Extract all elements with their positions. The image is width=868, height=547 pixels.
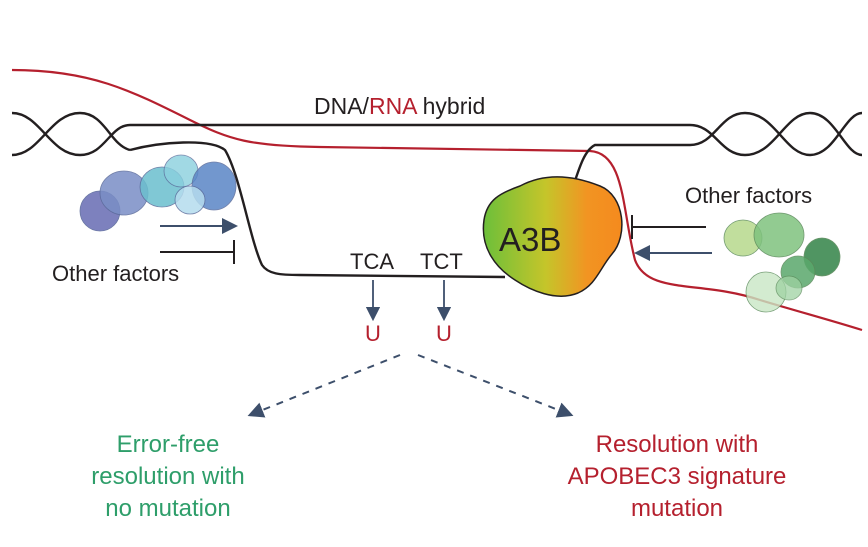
displaced-dna-strand <box>129 141 506 279</box>
right-inhibit-symbol <box>631 215 706 239</box>
mutation-line-3: mutation <box>631 495 723 522</box>
tct-uracil-label: U <box>436 321 452 346</box>
hybrid-title: DNA/RNA hybrid <box>314 93 485 119</box>
tct-codon-label: TCT <box>420 249 463 274</box>
a3b-enzyme <box>482 176 623 297</box>
a3b-label: A3B <box>499 221 561 258</box>
mutation-outcome: Resolution with APOBEC3 signature mutati… <box>568 431 787 522</box>
error-free-outcome: Error-free resolution with no mutation <box>91 431 244 522</box>
left-inhibit-symbol <box>160 240 235 264</box>
mutation-dashed-arrow <box>417 354 574 418</box>
tca-uracil-label: U <box>365 321 381 346</box>
left-protein-cluster <box>79 154 237 232</box>
right-dna-helix <box>689 111 863 157</box>
mutation-line-1: Resolution with <box>596 431 759 458</box>
right-other-factors-label: Other factors <box>685 183 812 208</box>
left-other-factors-label: Other factors <box>52 261 179 286</box>
right-protein-cluster <box>723 212 841 313</box>
error-free-dashed-arrow <box>247 354 401 418</box>
error-free-line-3: no mutation <box>105 495 230 522</box>
error-free-line-1: Error-free <box>117 431 220 458</box>
error-free-line-2: resolution with <box>91 463 244 490</box>
tca-codon-label: TCA <box>350 249 394 274</box>
mutation-line-2: APOBEC3 signature <box>568 463 787 490</box>
left-dna-helix <box>11 111 131 157</box>
